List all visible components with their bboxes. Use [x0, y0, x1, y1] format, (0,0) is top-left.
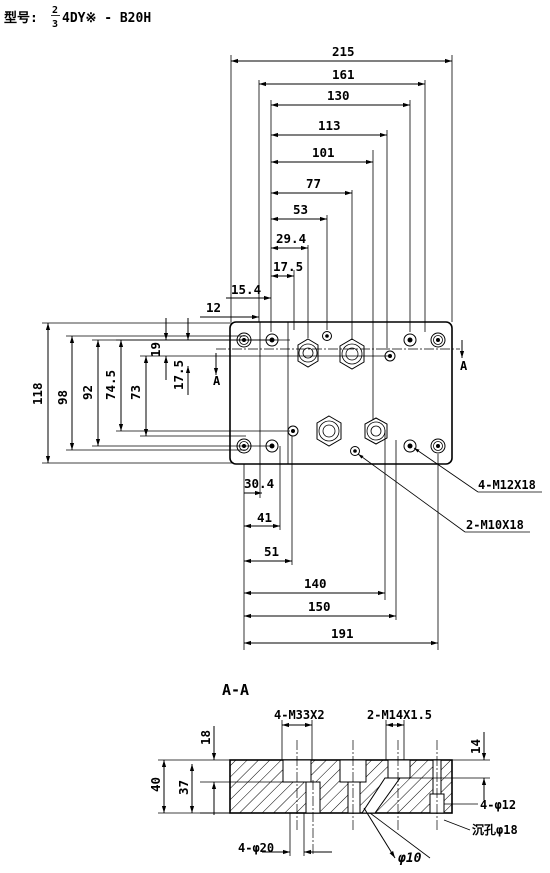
dim-53: 53	[293, 202, 308, 217]
model-title: 型号: 2 3 4DY※ - B20H	[4, 5, 151, 30]
title-frac-num: 2	[52, 5, 58, 16]
cavity	[387, 759, 411, 779]
m10-hole	[350, 446, 360, 456]
plan-view: A A	[213, 321, 468, 465]
label-m14: 2-M14X1.5	[367, 708, 432, 722]
cavity	[347, 781, 361, 814]
label-phi12: 4-φ12	[480, 798, 516, 812]
port-a	[316, 415, 342, 447]
dim-73: 73	[128, 385, 143, 400]
title-prefix: 型号:	[4, 10, 38, 26]
section-mark-right: A	[460, 359, 468, 373]
title-model: 4DY※ - B20H	[62, 11, 151, 26]
dim-30-4: 30.4	[244, 476, 274, 491]
dim-150: 150	[308, 599, 331, 614]
dim-14: 14	[468, 739, 483, 754]
dim-18: 18	[198, 730, 213, 745]
callout-m10: 2-M10X18	[466, 518, 524, 532]
label-phi20: 4-φ20	[238, 841, 274, 855]
dim-101: 101	[312, 145, 335, 160]
port-t	[339, 338, 365, 370]
bottom-dimensions: 30.4 41 51 140 150 191	[243, 430, 439, 650]
left-dimensions: 118 98 92 74.5 73 19 17.5	[30, 318, 390, 464]
plate-inner-left	[259, 321, 289, 465]
angled-cavity	[361, 777, 401, 814]
m12-hole	[430, 438, 446, 454]
dim-215: 215	[332, 44, 355, 59]
section-view: A-A 4-M33X2 2-M14X1.5	[148, 681, 518, 866]
label-phi10: φ10	[397, 851, 422, 866]
dim-191: 191	[331, 626, 354, 641]
dim-161: 161	[332, 67, 355, 82]
dim-17-5-vertical: 17.5	[171, 360, 186, 390]
section-title: A-A	[222, 681, 249, 699]
dim-41: 41	[257, 510, 272, 525]
m10-hole	[322, 331, 332, 341]
dim-113: 113	[318, 118, 341, 133]
dim-15-4: 15.4	[231, 282, 261, 297]
dim-98: 98	[55, 390, 70, 405]
dim-17-5: 17.5	[273, 259, 303, 274]
dim-77: 77	[306, 176, 321, 191]
callouts: 4-M12X18 2-M10X18	[357, 447, 542, 533]
dim-40: 40	[148, 777, 163, 792]
dim-92: 92	[80, 385, 95, 400]
title-frac-den: 3	[52, 19, 58, 30]
section-mark-left: A	[213, 374, 221, 388]
dim-29-4: 29.4	[276, 231, 306, 246]
dim-140: 140	[304, 576, 327, 591]
dim-19: 19	[148, 342, 163, 357]
dim-12: 12	[206, 300, 221, 315]
dim-37: 37	[176, 780, 191, 795]
callout-m12: 4-M12X18	[478, 478, 536, 492]
dim-130: 130	[327, 88, 350, 103]
label-m33: 4-M33X2	[274, 708, 325, 722]
dim-51: 51	[264, 544, 279, 559]
top-dimensions: 215 161 130 113 101 77 53 29.4 17.5 15.4…	[200, 44, 453, 420]
valve-hole	[403, 333, 417, 347]
valve-hole	[403, 439, 417, 453]
dim-118: 118	[30, 382, 45, 405]
port-p	[297, 338, 319, 368]
port-b	[364, 417, 388, 445]
label-counterbore: 沉孔φ18	[472, 822, 518, 837]
plate-outline	[229, 321, 453, 465]
m12-hole	[430, 332, 446, 348]
dim-74-5: 74.5	[103, 370, 118, 400]
